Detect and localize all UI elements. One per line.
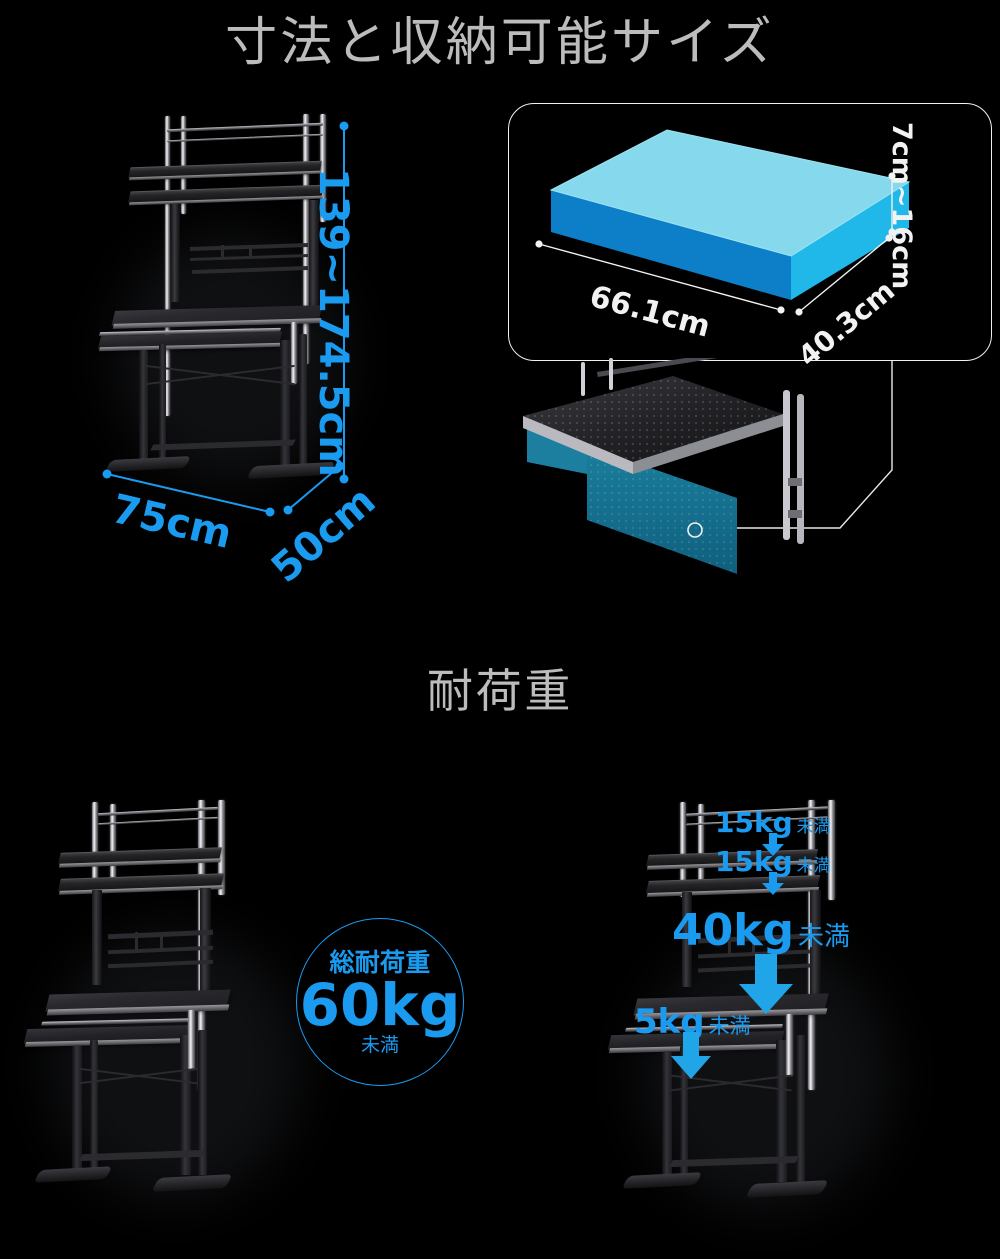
total-load-suffix: 未満 (360, 1033, 399, 1056)
page-title-dimensions: 寸法と収納可能サイズ (225, 13, 775, 73)
load-value-desktop: 40kg (672, 905, 794, 956)
page-title-load: 耐荷重 (426, 664, 574, 718)
storage-height-label: 7cm~16cm (886, 122, 917, 290)
load-suffix-second-shelf: 未満 (796, 856, 831, 876)
storage-size-panel: 66.1cm 40.3cm 7cm~16cm (508, 103, 992, 373)
load-value-second-shelf: 15kg (715, 845, 793, 878)
load-suffix-upper-shelf: 未満 (796, 817, 831, 837)
arrow-down-icon-desktop (739, 954, 793, 1014)
load-annotation-keyboard-tray: 5kg 未満 (634, 1002, 751, 1042)
desk-photo-total-load (20, 790, 320, 1240)
load-value-upper-shelf: 15kg (715, 806, 793, 839)
load-suffix-keyboard-tray: 未満 (708, 1014, 751, 1038)
arrow-down-icon-second-shelf (762, 872, 784, 895)
dimension-height-label: 139~174.5cm (310, 168, 356, 477)
storage-box-diagram (535, 129, 911, 316)
total-load-value: 60kg (299, 970, 461, 1039)
desk-photo-dimensions (95, 112, 360, 507)
arrow-down-icon-keyboard-tray (671, 1032, 711, 1079)
arrow-down-icon-upper-shelf (762, 833, 784, 856)
storage-detail-photo (505, 345, 845, 598)
load-annotation-desktop: 40kg 未満 (672, 905, 850, 956)
total-load-badge: 総耐荷重 60kg 未満 (296, 918, 464, 1086)
load-annotation-second-shelf: 15kg 未満 (715, 845, 831, 878)
load-suffix-desktop: 未満 (798, 922, 851, 952)
total-load-title: 総耐荷重 (329, 947, 431, 977)
load-annotation-upper-shelf: 15kg 未満 (715, 806, 831, 839)
